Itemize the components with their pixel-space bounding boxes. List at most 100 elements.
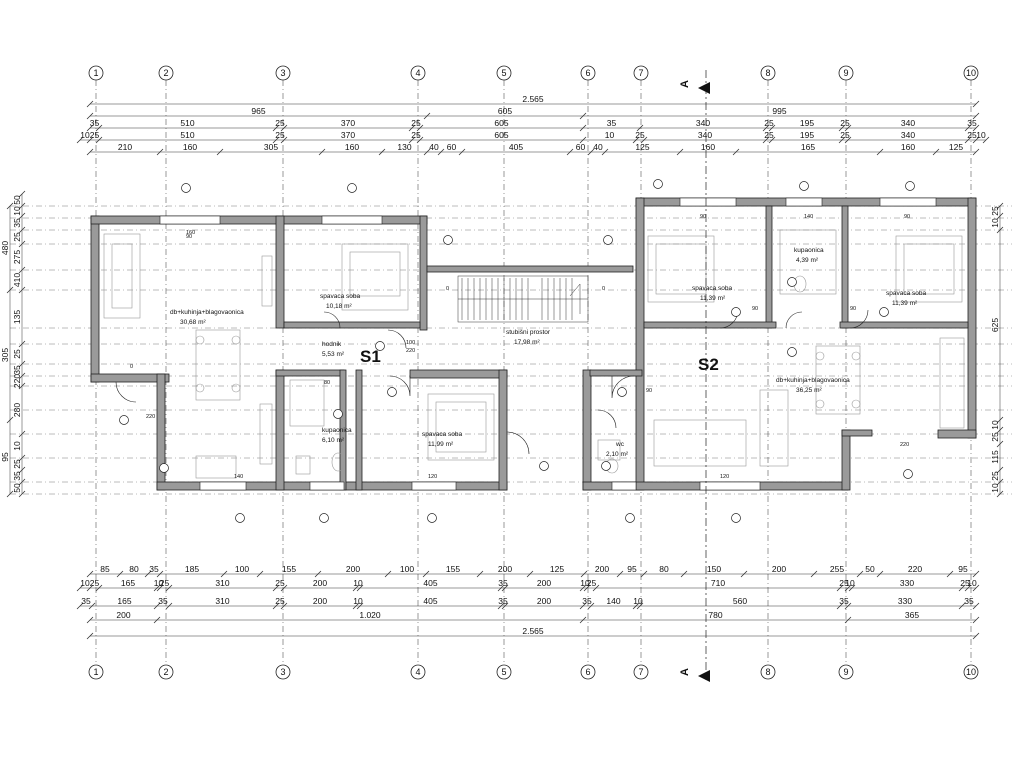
room-name: kupaonica [322, 427, 352, 434]
dim-top-row3: 25 [764, 130, 774, 140]
top-axis-bubble [838, 65, 854, 81]
dim-left-col1: 95 [0, 452, 10, 462]
dim-top-row4: 60 [576, 142, 586, 152]
light-fixture-icon [879, 307, 889, 317]
dim-bottom-row3: 35 [839, 596, 849, 606]
room-area: 36,25 m² [796, 387, 822, 394]
section-marker-label-bottom: A [679, 668, 691, 676]
dim-bottom-row1: 255 [830, 564, 844, 574]
dim-left-col2: 35 [12, 471, 22, 481]
dim-bottom-row4: 200 [116, 610, 130, 620]
door-swings [115, 309, 869, 455]
door-tag: 0 [130, 364, 133, 370]
light-fixture-icon [427, 513, 437, 523]
light-fixture-icon [799, 181, 809, 191]
dim-bottom-row2: 25 [587, 578, 597, 588]
top-axis-bubble [760, 65, 776, 81]
dim-top-row4: 160 [701, 142, 715, 152]
top-axis-label: 1 [93, 68, 98, 78]
door-tag: 220 [406, 348, 415, 354]
dim-bottom-row3: 165 [117, 596, 131, 606]
section-marker-label-top: A [679, 80, 691, 88]
dim-bottom-row1: 95 [627, 564, 637, 574]
dim-top-row2: 25 [411, 118, 421, 128]
dim-left-col2: 10 [12, 206, 22, 216]
dim-top-row3: 25 [90, 130, 100, 140]
light-fixture-icon [181, 183, 191, 193]
dim-bottom-row2: 200 [313, 578, 327, 588]
dim-top-row4: 125 [635, 142, 649, 152]
opening-tags: 160 90 140 140 120 120 220 220 220 100 0… [130, 214, 910, 480]
room-area: 10,18 m² [326, 303, 352, 310]
light-fixture-icon [443, 235, 453, 245]
dim-left-col2: 410 [12, 273, 22, 287]
room-name: db+kuhinja+blagovaonica [170, 309, 244, 316]
opening-tag: 120 [428, 474, 437, 480]
top-axis-bubble [633, 65, 649, 81]
room-name: spavaca soba [886, 290, 926, 297]
dim-bottom-row1: 185 [185, 564, 199, 574]
dim-top-row4: 160 [345, 142, 359, 152]
dim-bottom-row2: 10 [80, 578, 90, 588]
light-fixture-icon [731, 513, 741, 523]
dim-top-row3: 25 [967, 130, 977, 140]
dim-bottom-row1: 150 [707, 564, 721, 574]
opening-tag: 90 [646, 388, 652, 394]
dim-bottom-row2: 165 [121, 578, 135, 588]
dim-top-row2: 340 [901, 118, 915, 128]
light-fixture-icon [235, 513, 245, 523]
dim-top-row3: 25 [275, 130, 285, 140]
door-tag: 0 [446, 286, 449, 292]
dim-bottom-row2: 10 [353, 578, 363, 588]
dim-bottom-row1: 95 [958, 564, 968, 574]
room-area: 30,68 m² [180, 319, 206, 326]
dim-bottom-row1: 200 [595, 564, 609, 574]
opening-tag: 160 [186, 230, 195, 236]
light-fixture-icon [333, 409, 343, 419]
dim-top-row2: 35 [967, 118, 977, 128]
light-fixture-icon [347, 183, 357, 193]
top-axis-bubble [496, 65, 512, 81]
section-marker-bottom: A [679, 668, 710, 682]
light-fixture-icon [387, 387, 397, 397]
room-area: 11,99 m² [428, 441, 454, 448]
light-fixture-icon [539, 461, 549, 471]
opening-tag: 90 [752, 306, 758, 312]
dim-top-row3: 25 [840, 130, 850, 140]
dim-top-row4: 40 [593, 142, 603, 152]
dim-bottom-row2: 330 [900, 578, 914, 588]
dim-top-row4: 125 [949, 142, 963, 152]
bottom-axis-label: 6 [585, 667, 590, 677]
top-axis-bubble [275, 65, 291, 81]
dim-bottom-row4: 780 [708, 610, 722, 620]
dim-top-row3: 10 [605, 130, 615, 140]
bottom-axis-bubble [580, 664, 596, 680]
opening-tag: 140 [234, 474, 243, 480]
room-area: 11,39 m² [892, 300, 918, 307]
dim-left-col2: 275 [12, 250, 22, 264]
top-axis-label: 4 [415, 68, 420, 78]
bottom-axis-label: 2 [163, 667, 168, 677]
dim-top-row4: 160 [901, 142, 915, 152]
dim-top-row4: 405 [509, 142, 523, 152]
dim-right-col: 115 [990, 450, 1000, 464]
top-axis-label: 5 [501, 68, 506, 78]
dim-top-row1: 605 [498, 106, 512, 116]
dim-bottom-row1: 100 [400, 564, 414, 574]
top-axis-bubble [88, 65, 104, 81]
opening-tag: 80 [324, 380, 330, 386]
dim-top-row2: 35 [607, 118, 617, 128]
room-name: spavaca soba [320, 293, 360, 300]
top-axis-label: 9 [843, 68, 848, 78]
top-axis-label: 8 [765, 68, 770, 78]
opening-tag: 90 [186, 234, 192, 240]
dim-left-col2: 25 [12, 232, 22, 242]
dim-bottom-row3: 200 [313, 596, 327, 606]
top-axis-bubble [410, 65, 426, 81]
light-fixture-icon [731, 307, 741, 317]
dim-top-row4: 40 [429, 142, 439, 152]
dim-top-row1: 965 [251, 106, 265, 116]
light-fixture-icon [903, 469, 913, 479]
dim-bottom-row3: 35 [582, 596, 592, 606]
